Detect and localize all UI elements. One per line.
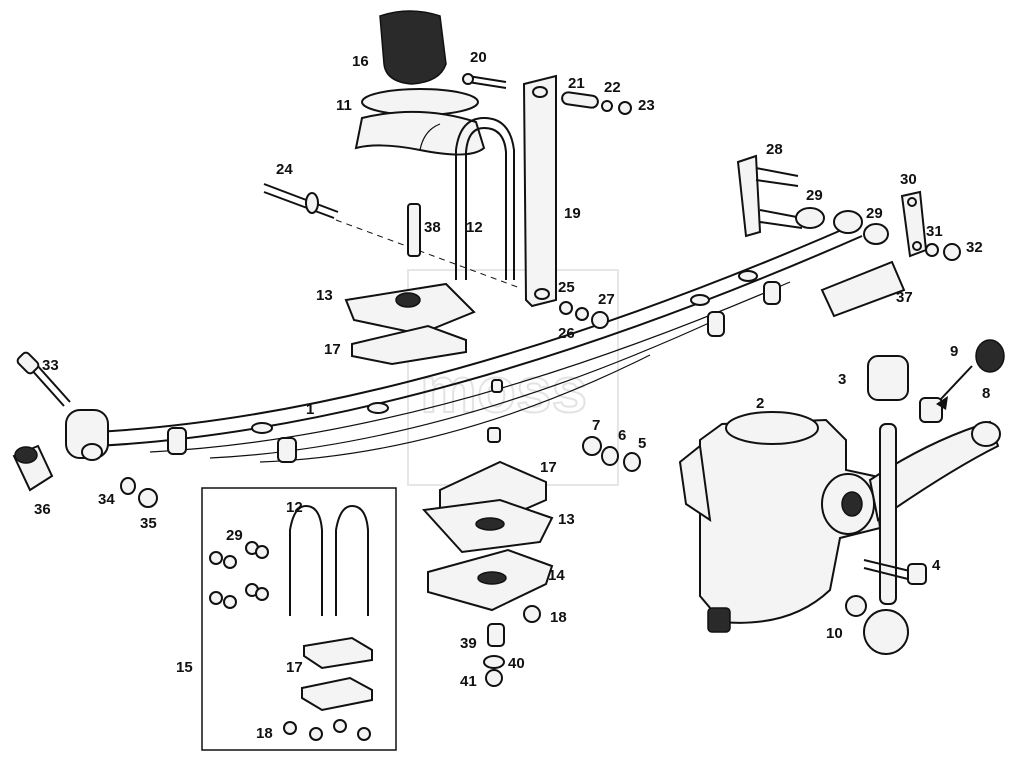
callout-20: 20 xyxy=(470,49,487,66)
callout-36: 36 xyxy=(34,501,51,518)
check-strap xyxy=(522,74,557,308)
callout-10: 10 xyxy=(826,625,843,642)
callout-4: 4 xyxy=(932,557,941,574)
washer-25 xyxy=(559,301,573,315)
callout-35: 35 xyxy=(140,515,157,532)
shackle-bolt xyxy=(16,351,71,407)
anti-squeak-strip xyxy=(820,260,906,318)
spring-seat-lower xyxy=(427,548,554,612)
bolt-38 xyxy=(407,203,421,257)
callout-33: 33 xyxy=(42,357,59,374)
callout-3: 3 xyxy=(838,371,846,388)
spring-plate-upper xyxy=(344,282,476,336)
callout-12: 12 xyxy=(466,219,483,236)
u-bolt xyxy=(455,116,515,280)
pin-21 xyxy=(561,91,599,109)
callout-2: 2 xyxy=(756,395,764,412)
shackle-bush-left xyxy=(795,207,825,229)
shackle-link xyxy=(900,190,928,258)
callout-41: 41 xyxy=(460,673,477,690)
nut-27 xyxy=(591,311,609,329)
callout-34: 34 xyxy=(98,491,115,508)
washer-9 xyxy=(975,339,1005,373)
callout-29-right: 29 xyxy=(866,205,883,222)
callout-18: 18 xyxy=(550,609,567,626)
watermark-text: moss xyxy=(420,354,587,426)
callout-6: 6 xyxy=(618,427,626,444)
callout-13-lower: 13 xyxy=(558,511,575,528)
washer-6 xyxy=(601,446,619,466)
nut-32 xyxy=(943,243,961,261)
arrow-head xyxy=(936,396,948,410)
callout-30: 30 xyxy=(900,171,917,188)
callout-8: 8 xyxy=(982,385,990,402)
locating-pin xyxy=(263,183,339,219)
bump-rubber-seat xyxy=(354,88,486,156)
callout-5: 5 xyxy=(638,435,646,452)
arrow-9-to-8 xyxy=(939,365,973,401)
lever-arm-damper xyxy=(678,411,882,633)
callout-29: 29 xyxy=(806,187,823,204)
callout-15: 15 xyxy=(176,659,193,676)
washer-34 xyxy=(120,477,136,495)
spring-plate-lower xyxy=(421,498,554,554)
callout-39: 39 xyxy=(460,635,477,652)
shackle-bush-right xyxy=(833,210,889,245)
callout-40: 40 xyxy=(508,655,525,672)
callout-32: 32 xyxy=(966,239,983,256)
washer-31 xyxy=(925,243,939,257)
nut-23 xyxy=(618,101,632,115)
callout-37: 37 xyxy=(896,289,913,306)
nut-10 xyxy=(845,595,867,617)
callout-25: 25 xyxy=(558,279,575,296)
shackle-plate xyxy=(736,154,803,238)
washer-40 xyxy=(483,655,505,669)
callout-1: 1 xyxy=(306,401,314,418)
callout-23: 23 xyxy=(638,97,655,114)
callout-16: 16 xyxy=(352,53,369,70)
callout-29-kit: 29 xyxy=(226,527,243,544)
link-assembly xyxy=(863,355,909,655)
nut-41 xyxy=(485,669,503,687)
bump-rubber xyxy=(379,10,447,85)
callout-38: 38 xyxy=(424,219,441,236)
callout-26: 26 xyxy=(558,325,575,342)
callout-18-kit: 18 xyxy=(256,725,273,742)
washer-22 xyxy=(601,100,613,112)
nut-18-lower xyxy=(523,605,541,623)
callout-14: 14 xyxy=(548,567,565,584)
callout-21: 21 xyxy=(568,75,585,92)
kit-box xyxy=(201,487,397,751)
spring-pad-upper xyxy=(351,324,467,366)
nut-35 xyxy=(138,488,158,508)
callout-7: 7 xyxy=(592,417,600,434)
callout-24: 24 xyxy=(276,161,293,178)
washer-5 xyxy=(623,452,641,472)
callout-labels: 1 2 3 4 5 6 7 8 9 10 11 12 12 13 13 14 1… xyxy=(34,49,990,742)
callout-28: 28 xyxy=(766,141,783,158)
callout-11: 11 xyxy=(336,97,352,114)
spring-front-eye xyxy=(65,409,109,461)
bolt-20 xyxy=(462,73,507,89)
callout-12-kit: 12 xyxy=(286,499,303,516)
bush-39 xyxy=(487,623,505,647)
callout-17: 17 xyxy=(324,341,341,358)
eye-bush xyxy=(12,444,54,492)
callout-9: 9 xyxy=(950,343,958,360)
leaf-spring xyxy=(94,221,863,463)
callout-22: 22 xyxy=(604,79,621,96)
callout-31: 31 xyxy=(926,223,943,240)
washer-26 xyxy=(575,307,589,321)
callout-13: 13 xyxy=(316,287,333,304)
callout-19: 19 xyxy=(564,205,581,222)
callout-17-lower: 17 xyxy=(540,459,557,476)
callout-27: 27 xyxy=(598,291,615,308)
nut-7 xyxy=(582,436,602,456)
bolt-4 xyxy=(863,559,927,585)
callout-17-kit: 17 xyxy=(286,659,303,676)
nut-8 xyxy=(919,397,943,423)
damper-arm xyxy=(868,420,1001,522)
